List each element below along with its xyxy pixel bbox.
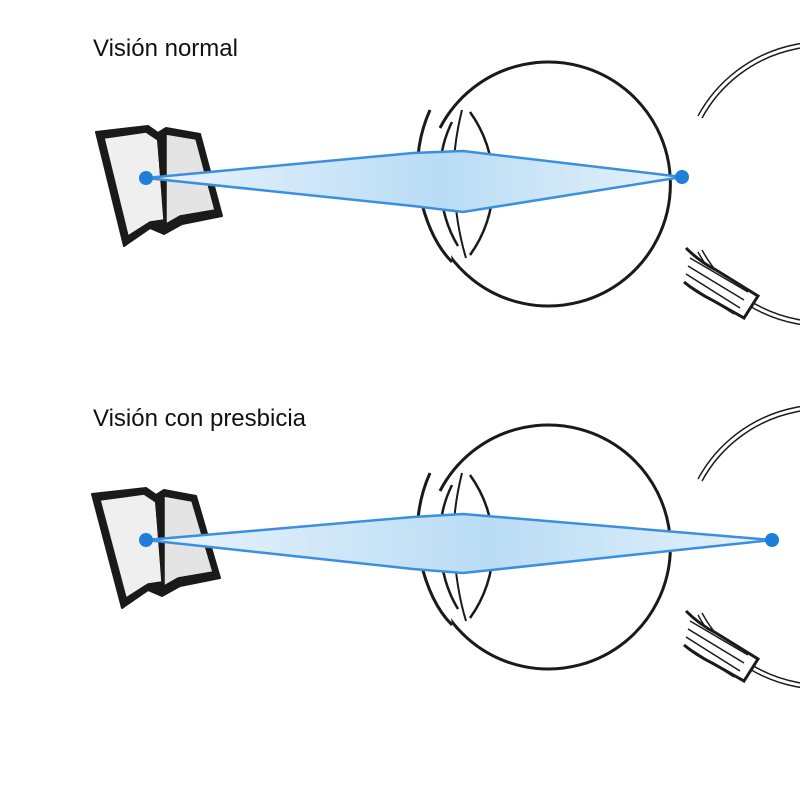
focal-point-retina <box>675 170 689 184</box>
book-icon <box>91 487 221 609</box>
object-point <box>139 171 153 185</box>
object-point <box>139 533 153 547</box>
panel-title-normal: Visión normal <box>93 35 238 62</box>
focal-point-behind-retina <box>765 533 779 547</box>
panel-normal: Visión normal <box>93 35 800 326</box>
light-beam-presbyopia <box>139 512 779 575</box>
panel-title-presbyopia: Visión con presbicia <box>93 405 307 432</box>
panel-presbyopia: Visión con presbicia <box>91 405 800 689</box>
book-icon <box>95 125 223 247</box>
light-beam-normal <box>139 149 689 214</box>
